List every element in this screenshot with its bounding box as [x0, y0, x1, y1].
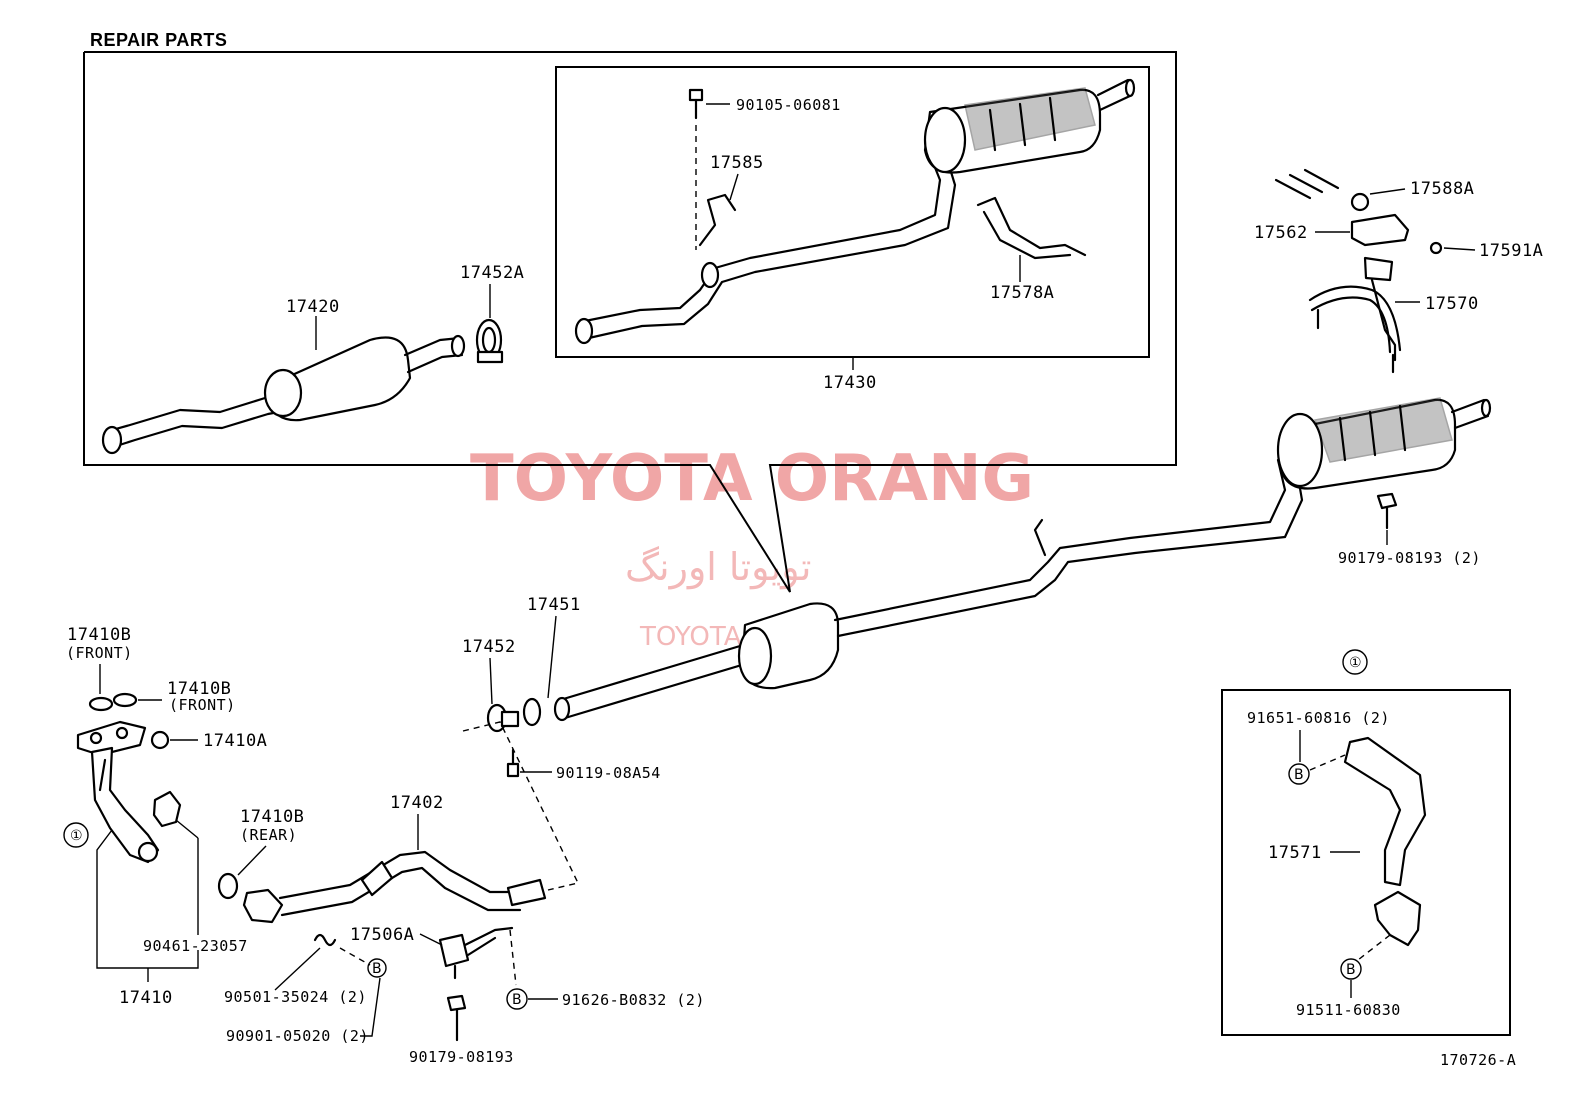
- b-marker-91511-text: B: [1346, 962, 1356, 978]
- lead-17585: [729, 173, 739, 201]
- b-marker-91651: [1288, 763, 1310, 785]
- nut-17410A: [150, 730, 170, 750]
- label-17562: 17562: [1254, 223, 1308, 243]
- gasket-17410B-front-1: [88, 696, 114, 712]
- manifold-pipe-17410: [76, 720, 160, 864]
- front-pipe-17420: [101, 334, 466, 455]
- gasket-17410B-front-2: [112, 692, 138, 708]
- label-90119: 90119-08A54: [556, 764, 661, 782]
- label-17410B-front-2: 17410B: [167, 679, 231, 699]
- circle-one-left-text: ①: [70, 828, 83, 844]
- dash-91511: [1357, 934, 1391, 961]
- label-17410A: 17410A: [203, 731, 267, 751]
- circle-one-detail-text: ①: [1349, 655, 1362, 671]
- muffler-assembly-17430: [574, 78, 1136, 345]
- label-17410: 17410: [119, 988, 173, 1008]
- lead-17452: [489, 657, 493, 705]
- label-91651: 91651-60816 (2): [1247, 709, 1390, 727]
- hanger-17506A: [438, 926, 514, 980]
- watermark-brand: TOYOTA ORANG: [470, 442, 1034, 516]
- repair-parts-title: REPAIR PARTS: [90, 30, 227, 50]
- circle-one-marker-detail: [1342, 649, 1368, 675]
- label-17420: 17420: [286, 297, 340, 317]
- sensor-90461: [152, 790, 182, 828]
- bolt-90119: [506, 748, 520, 778]
- lead-17451: [547, 615, 557, 699]
- lead-17410B-rear: [237, 845, 267, 876]
- lead-17506A: [419, 933, 443, 946]
- label-17402: 17402: [390, 793, 444, 813]
- label-90901: 90901-05020 (2): [226, 1027, 369, 1045]
- nut-90179-right: [1376, 492, 1398, 530]
- b-marker-91511: [1340, 958, 1362, 980]
- hanger-17585: [698, 193, 737, 247]
- label-front-1: (FRONT): [66, 644, 133, 662]
- gasket-17410B-rear: [217, 872, 239, 900]
- lead-90901: [360, 977, 381, 1037]
- b-marker-90901-text: B: [372, 961, 382, 977]
- label-90179-2: 90179-08193 (2): [1338, 549, 1481, 567]
- label-90179: 90179-08193: [409, 1048, 514, 1066]
- band-17578A: [976, 196, 1087, 257]
- label-90105: 90105-06081: [736, 96, 841, 114]
- cushion-91511: [1373, 890, 1422, 947]
- dash-91626: [509, 929, 517, 986]
- b-marker-91626-text: B: [512, 992, 522, 1008]
- diagram-code: 170726-A: [1440, 1051, 1516, 1069]
- clamp-17452A: [475, 318, 504, 364]
- label-91511: 91511-60830: [1296, 1001, 1401, 1019]
- rod-17588: [1274, 168, 1340, 200]
- bolt-90105: [688, 88, 704, 120]
- center-pipe-17402: [242, 850, 547, 924]
- label-rear: (REAR): [240, 826, 297, 844]
- label-17591A: 17591A: [1479, 241, 1543, 261]
- lead-17591A: [1443, 247, 1476, 251]
- label-17452A: 17452A: [460, 263, 524, 283]
- gasket-17451: [522, 697, 542, 727]
- label-17410B-rear: 17410B: [240, 807, 304, 827]
- bracket-17410: [96, 829, 199, 969]
- clamp-17452: [486, 703, 520, 733]
- dash-guide-center: [462, 721, 580, 891]
- cushion-17588A: [1350, 192, 1370, 212]
- nut-90179: [446, 994, 467, 1042]
- label-17451: 17451: [527, 595, 581, 615]
- label-front-2: (FRONT): [169, 696, 236, 714]
- label-90461: 90461-23057: [143, 937, 248, 955]
- bracket-17562: [1350, 213, 1410, 247]
- label-17506A: 17506A: [350, 925, 414, 945]
- label-17452: 17452: [462, 637, 516, 657]
- lead-90501: [274, 947, 321, 991]
- label-17588A: 17588A: [1410, 179, 1474, 199]
- dash-91651: [1309, 754, 1346, 771]
- label-17410B-front-1: 17410B: [67, 625, 131, 645]
- b-marker-91626: [506, 988, 528, 1010]
- label-91626: 91626-B0832 (2): [562, 991, 705, 1009]
- label-17578A: 17578A: [990, 283, 1054, 303]
- nut-17591A: [1429, 241, 1443, 255]
- lead-90461-a: [175, 819, 199, 839]
- label-90501: 90501-35024 (2): [224, 988, 367, 1006]
- label-17571: 17571: [1268, 843, 1322, 863]
- circle-one-marker-left: [63, 822, 89, 848]
- hanger-17570: [1308, 256, 1402, 374]
- main-exhaust-line: [553, 397, 1492, 722]
- label-17585: 17585: [710, 153, 764, 173]
- band-17578A-inner: [982, 210, 1072, 260]
- b-marker-91651-text: B: [1294, 767, 1304, 783]
- label-17570: 17570: [1425, 294, 1479, 314]
- repair-parts-frame: [83, 51, 1177, 593]
- bracket-17571: [1343, 736, 1427, 887]
- label-17430: 17430: [823, 373, 877, 393]
- dash-90901: [339, 947, 371, 966]
- watermark-persian: تویوتا اورنگ: [625, 545, 812, 590]
- lead-17588A: [1369, 188, 1406, 195]
- spring-90501: [313, 933, 337, 947]
- b-marker-90901: [367, 958, 387, 978]
- detail-frame: [1221, 689, 1511, 1036]
